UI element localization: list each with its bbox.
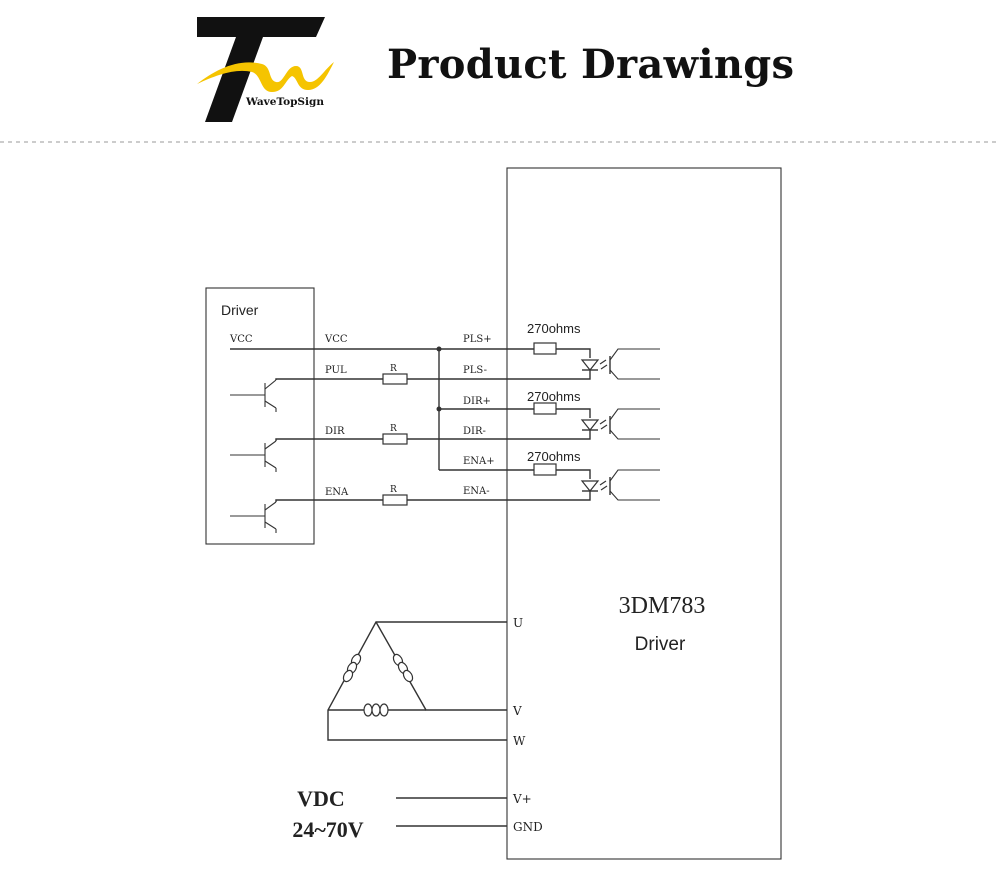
transistor-dir [230, 440, 277, 472]
optocoupler-ena [507, 463, 660, 501]
logo-wave-shape [197, 62, 334, 92]
resistor-label: R [390, 424, 397, 434]
resistor-value-pls: 270ohms [527, 321, 581, 336]
resistor-dir [382, 433, 408, 445]
optocoupler-pls [507, 342, 660, 380]
controller-title: Driver [221, 302, 259, 318]
terminal-vplus: V+ [512, 792, 532, 806]
wire-pul [275, 378, 507, 380]
power-label-voltage: 24~70V [292, 817, 363, 842]
junction-dot [436, 406, 442, 412]
input-label-dir-minus: DIR- [463, 426, 486, 437]
input-label-dir-plus: DIR+ [463, 396, 491, 407]
resistor-ena [382, 494, 408, 506]
input-label-ena-minus: ENA- [463, 486, 490, 497]
resistor-value-dir: 270ohms [527, 389, 581, 404]
optocoupler-dir [507, 402, 660, 440]
signal-label-dir: DIR [325, 426, 345, 437]
resistor-label: R [390, 485, 397, 495]
resistor-value-ena: 270ohms [527, 449, 581, 464]
input-label-pls-minus: PLS- [463, 365, 487, 376]
logo-t-shape [197, 17, 325, 122]
signal-label-vcc: VCC [324, 334, 348, 345]
terminal-u: U [513, 616, 523, 630]
controller-vcc-label: VCC [229, 334, 253, 345]
controller-box [205, 287, 315, 545]
brand-logo [0, 17, 1000, 143]
driver-label: Driver [635, 634, 686, 655]
junction-dot [436, 346, 442, 352]
wire-dir [275, 438, 507, 441]
brand-name: WaveTopSign [246, 96, 324, 108]
driver-model: 3DM783 [619, 593, 706, 619]
transistor-pul [230, 379, 277, 412]
transistor-ena [230, 501, 277, 533]
power-label-vdc: VDC [297, 786, 345, 811]
input-label-ena-plus: ENA+ [463, 456, 495, 467]
resistor-pul [382, 373, 408, 385]
page-header: WaveTopSign Product Drawings [0, 0, 1000, 145]
page-title: Product Drawings [387, 41, 795, 88]
terminal-w: W [513, 734, 526, 748]
resistor-label: R [390, 364, 397, 374]
terminal-gnd: GND [513, 820, 543, 834]
input-label-pls-plus: PLS+ [463, 334, 492, 345]
signal-label-ena: ENA [325, 487, 349, 498]
driver-box [506, 167, 782, 860]
motor-delta-winding [327, 621, 507, 741]
wire-ena [275, 499, 507, 502]
signal-label-pul: PUL [325, 365, 347, 376]
terminal-v: V [512, 704, 522, 718]
